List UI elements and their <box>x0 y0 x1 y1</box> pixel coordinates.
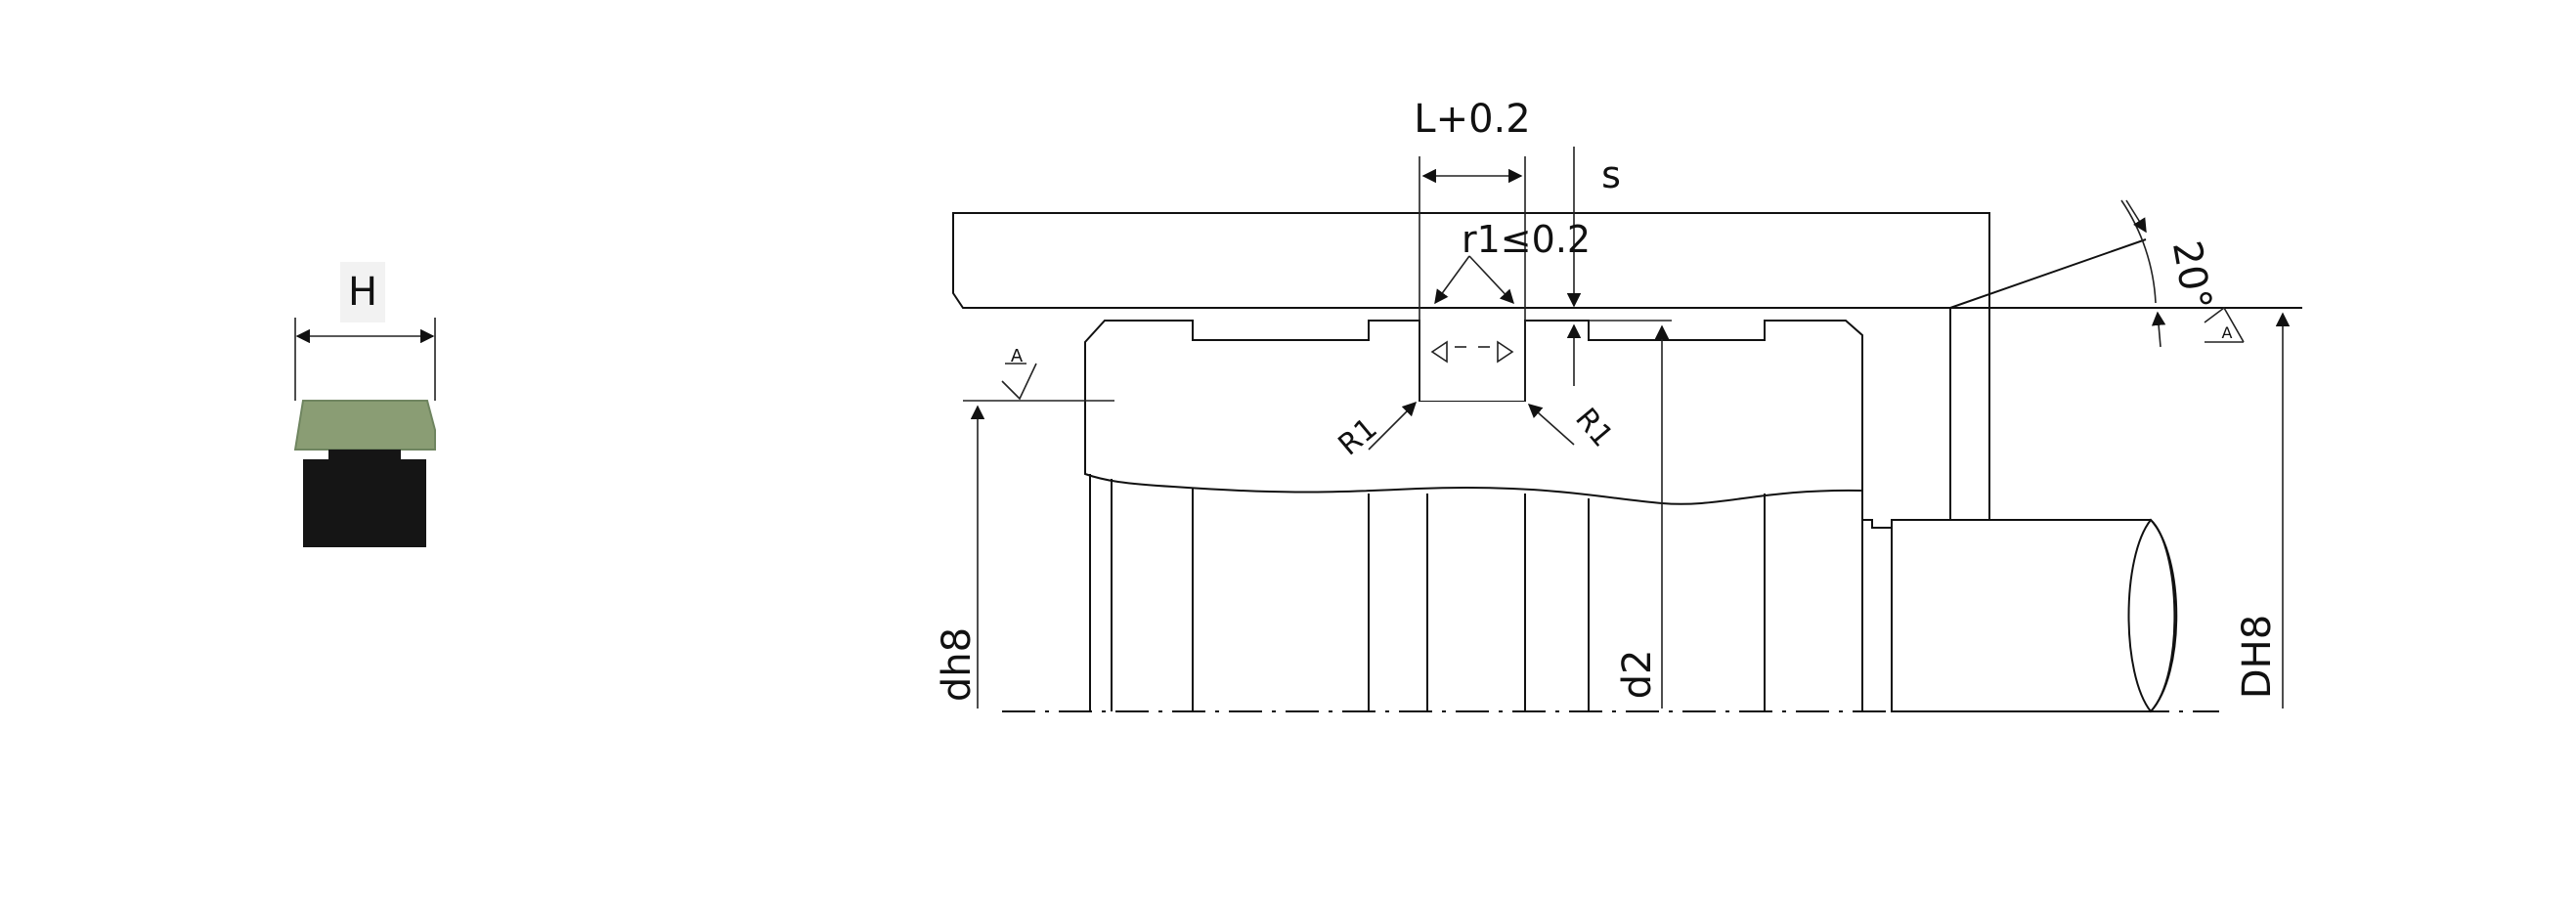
radius-r1-note: r1≤0.2 <box>1434 218 1591 305</box>
surface-finish-symbols: A A <box>1001 306 2245 401</box>
profile-label-box <box>340 262 385 322</box>
groove-pocket <box>1419 321 1525 401</box>
rough-symbol-left <box>1001 363 1037 401</box>
oring-shape <box>303 450 426 547</box>
profile-width-label: H <box>348 270 377 315</box>
groove-width-label: L+0.2 <box>1414 97 1530 142</box>
R1-label-right: R1 <box>1568 402 1619 453</box>
shaft-break-section <box>2127 518 2178 713</box>
dh8-label: dh8 <box>935 627 980 702</box>
d2-label: d2 <box>1615 650 1660 700</box>
angle-arc <box>2120 199 2157 304</box>
rough-symbol-right <box>2204 306 2245 343</box>
rod-body <box>1084 320 1863 505</box>
entry-chamfer <box>1949 238 2147 309</box>
radius-R1-notes: R1 R1 <box>1332 401 1620 462</box>
seal-profile: H <box>293 262 436 547</box>
groove-diameter-dimension: d2 <box>1589 320 1672 709</box>
r1-leader-right <box>1468 255 1514 305</box>
R1-leader-right <box>1527 404 1575 446</box>
seal-lip-right <box>1497 340 1514 364</box>
groove-width-dimension: L+0.2 <box>1414 97 1531 401</box>
rough-label-left: A <box>1011 346 1024 366</box>
seal-ring-shape <box>293 400 436 451</box>
angle-arrow-bottom <box>2151 311 2166 348</box>
housing-body <box>952 212 1990 309</box>
bore-diameter-dimension: DH8 <box>2235 312 2291 709</box>
gap-label: s <box>1601 153 1621 196</box>
angle-arrow-top <box>2125 199 2147 234</box>
rough-label-right: A <box>2222 323 2233 342</box>
chamfer-angle-dimension: 20° <box>2120 199 2220 348</box>
r1-leader-left <box>1434 255 1470 305</box>
rod <box>1084 320 2178 713</box>
r1-label: r1≤0.2 <box>1462 218 1591 261</box>
seal-lip-left <box>1430 340 1448 364</box>
housing <box>952 212 2302 520</box>
R1-label-left: R1 <box>1332 411 1384 462</box>
gap-dimension: s <box>1566 147 1621 386</box>
angle-label: 20° <box>2163 237 2220 314</box>
seal-in-groove <box>1430 340 1514 364</box>
shaft-step <box>1862 519 2176 712</box>
DH8-label: DH8 <box>2235 615 2280 699</box>
R1-leader-left <box>1368 401 1418 451</box>
rod-diameter-dimension: dh8 <box>935 400 1114 709</box>
